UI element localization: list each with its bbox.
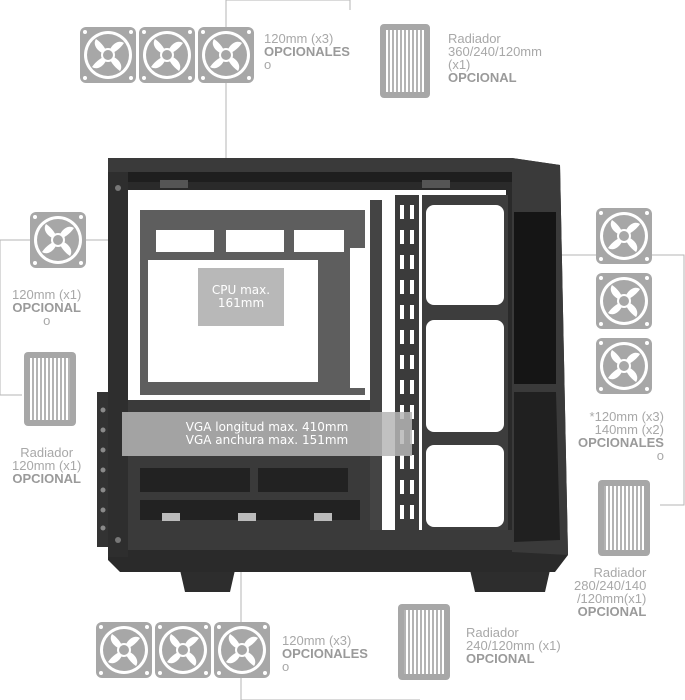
bottom-fan-icon — [214, 622, 270, 678]
front-fan-icon — [596, 208, 652, 264]
top-fan-icon — [80, 27, 136, 83]
cpu-clearance-label: CPU max.161mm — [211, 283, 271, 310]
rear-fan-icon — [30, 212, 86, 268]
front-radiator-icon — [598, 480, 650, 556]
top-fan-icon — [139, 27, 195, 83]
top-fan-icon — [198, 27, 254, 83]
front-fan-icon — [596, 273, 652, 329]
rear-radiator-icon — [24, 352, 76, 426]
top-radiator-icon — [380, 24, 430, 98]
pc-case — [97, 158, 568, 592]
vga-clearance-box — [122, 412, 412, 456]
bottom-leader-line — [240, 545, 420, 700]
bottom-fan-icon — [155, 622, 211, 678]
bottom-radiator-icon — [398, 604, 450, 680]
front-fan-icon — [596, 338, 652, 394]
front-leader-line — [495, 254, 685, 506]
top-leader-line — [225, 0, 351, 185]
bottom-fan-icon — [96, 622, 152, 678]
cpu-clearance-box — [198, 268, 284, 326]
